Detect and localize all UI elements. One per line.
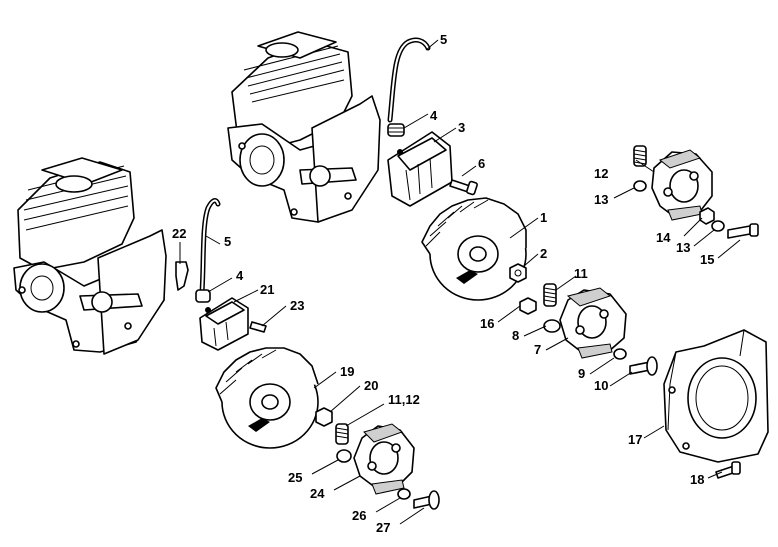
callout-12-upper: 12: [594, 166, 608, 181]
flywheel-upper: [421, 197, 527, 301]
washer-13-lower: [711, 220, 725, 232]
callout-2: 2: [540, 246, 547, 261]
fuel-line-upper: [387, 37, 431, 123]
grommet-upper: [387, 123, 405, 137]
callout-4-lower: 4: [236, 268, 244, 283]
callout-6: 6: [478, 156, 485, 171]
callout-1: 1: [540, 210, 547, 225]
washer-16: [519, 297, 537, 315]
clutch-shoes-24: [353, 423, 415, 495]
washer-9: [613, 348, 627, 360]
callout-16: 16: [480, 316, 494, 331]
shoulder-screw-10: [629, 356, 658, 376]
callout-19: 19: [340, 364, 354, 379]
callout-23: 23: [290, 298, 304, 313]
shoulder-screw-27: [413, 490, 440, 510]
washer-13-upper: [633, 180, 647, 192]
clutch-shoes-7: [559, 287, 627, 359]
ignition-module-lower: [199, 297, 249, 351]
callout-21: 21: [260, 282, 274, 297]
callout-labels: 5 4 3 6 1 2 11 16 8 7 12 13 14 13 15 9 1…: [172, 32, 714, 535]
screw-18: [715, 461, 741, 479]
callout-3: 3: [458, 120, 465, 135]
callout-10: 10: [594, 378, 608, 393]
spring-11-12: [335, 423, 349, 445]
callout-24: 24: [310, 486, 325, 501]
engine-cylinder-crankcase-lower: [13, 157, 167, 355]
callout-27: 27: [376, 520, 390, 535]
washer-26: [397, 488, 411, 500]
clip-22: [175, 261, 189, 291]
spring-11: [543, 283, 557, 307]
fan-housing-17: [663, 329, 769, 463]
callout-26: 26: [352, 508, 366, 523]
callout-5-upper: 5: [440, 32, 447, 47]
callout-8: 8: [512, 328, 519, 343]
callout-4-upper: 4: [430, 108, 438, 123]
callout-11: 11: [574, 266, 588, 281]
washer-8: [543, 319, 561, 333]
flywheel-lower: [215, 347, 319, 449]
callout-25: 25: [288, 470, 302, 485]
callout-13-lower: 13: [676, 240, 690, 255]
clutch-shoes-right: [651, 149, 713, 221]
screw-15: [727, 223, 759, 239]
engine-cylinder-crankcase-upper: [227, 31, 381, 223]
screw-23: [249, 321, 267, 333]
callout-20: 20: [364, 378, 378, 393]
nut-14: [699, 207, 715, 225]
washer-25: [336, 449, 352, 463]
callout-18: 18: [690, 472, 704, 487]
leader-lines: [179, 39, 741, 525]
callout-7: 7: [534, 342, 541, 357]
callout-14: 14: [656, 230, 671, 245]
callout-11-12: 11,12: [388, 392, 420, 407]
callout-13-upper: 13: [594, 192, 608, 207]
callout-5-lower: 5: [224, 234, 231, 249]
screw-6: [449, 179, 478, 196]
nut-20: [315, 407, 333, 427]
callout-15: 15: [700, 252, 714, 267]
ignition-module-upper: [387, 131, 453, 207]
callout-17: 17: [628, 432, 642, 447]
callout-22: 22: [172, 226, 186, 241]
nut-2: [509, 263, 527, 283]
grommet-lower: [195, 289, 211, 303]
callout-9: 9: [578, 366, 585, 381]
